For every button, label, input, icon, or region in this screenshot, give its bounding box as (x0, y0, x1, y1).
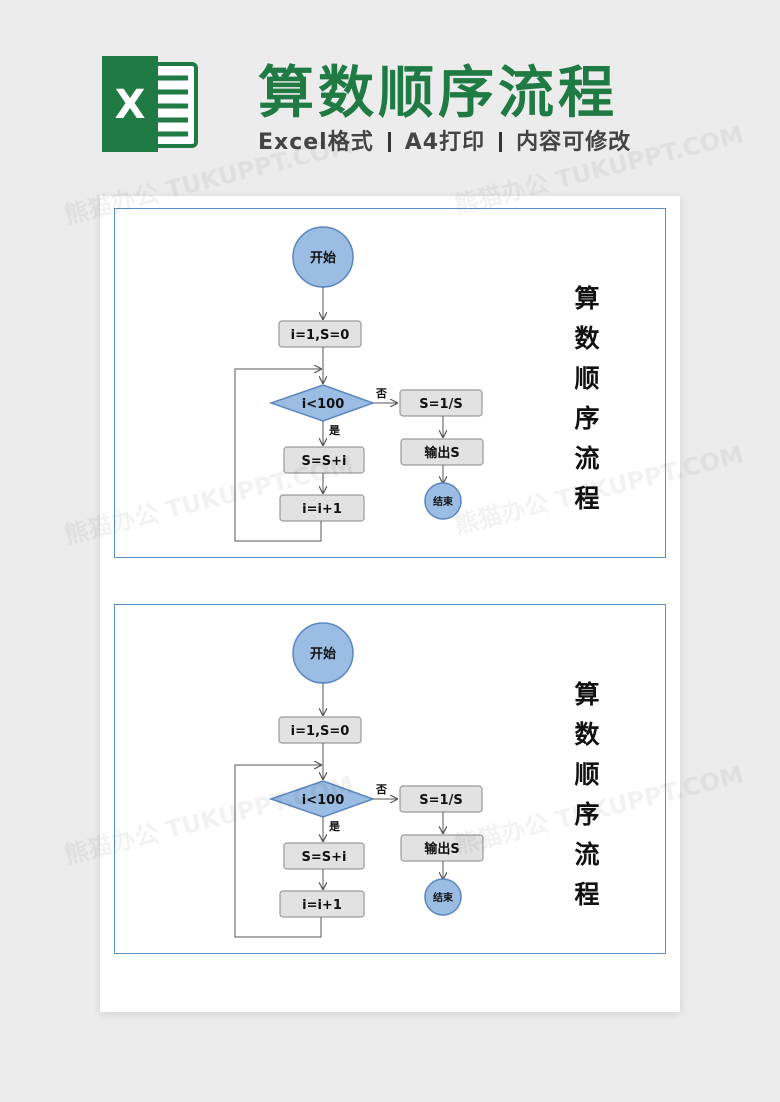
flowchart: 开始 i=1,S=0 i<100 否 S=1/S 输出S 结束 是 S=S+i (234, 226, 484, 542)
recip-label: S=1/S (419, 397, 462, 412)
subtitle-separator (499, 132, 503, 152)
flowchart: 开始 i=1,S=0 i<100 否 S=1/S 输出S 结束 是 S=S+i (234, 622, 484, 938)
sum-label: S=S+i (302, 850, 347, 865)
output-label: 输出S (424, 445, 459, 461)
edge-loop-back (234, 369, 321, 542)
end-node (424, 878, 462, 916)
inc-label: i=i+1 (302, 898, 342, 913)
page-title: 算数顺序流程 (258, 61, 618, 126)
vertical-title-char: 流 (574, 444, 600, 473)
inc-node (279, 890, 365, 918)
document-page: 开始 i=1,S=0 i<100 否 S=1/S 输出S 结束 是 S=S+i (100, 196, 680, 1012)
edge-label-no: 否 (375, 783, 387, 796)
condition-label: i<100 (302, 397, 345, 412)
start-label: 开始 (310, 250, 336, 266)
vertical-title-char: 数 (574, 324, 600, 353)
subtitle-format: Excel格式 (258, 130, 374, 155)
end-label: 结束 (433, 495, 454, 508)
edge-label-no: 否 (375, 387, 387, 400)
vertical-title-char: 算 (574, 284, 600, 313)
vertical-title-char: 流 (574, 840, 600, 869)
vertical-title-char: 程 (574, 880, 600, 909)
vertical-title-char: 序 (574, 800, 600, 829)
vertical-title: 算 数 顺 序 流 程 (567, 279, 607, 519)
end-node (424, 482, 462, 520)
subtitle: Excel格式 A4打印 内容可修改 (258, 124, 631, 156)
vertical-title-char: 顺 (574, 364, 600, 393)
sum-label: S=S+i (302, 454, 347, 469)
edge-label-yes: 是 (328, 424, 341, 437)
flowchart-panel: 开始 i=1,S=0 i<100 否 S=1/S 输出S 结束 是 S=S+i (114, 208, 666, 558)
inc-node (279, 494, 365, 522)
end-label: 结束 (433, 891, 454, 904)
init-label: i=1,S=0 (291, 724, 350, 739)
recip-node (399, 785, 483, 813)
output-label: 输出S (424, 841, 459, 857)
start-label: 开始 (310, 646, 336, 662)
init-label: i=1,S=0 (291, 328, 350, 343)
sum-node (283, 842, 365, 870)
output-node (400, 834, 484, 862)
output-node (400, 438, 484, 466)
flowchart-panel: 开始 i=1,S=0 i<100 否 S=1/S 输出S 结束 是 S=S+i (114, 604, 666, 954)
subtitle-print: A4打印 (404, 130, 486, 155)
init-node (278, 716, 362, 744)
subtitle-editable: 内容可修改 (516, 130, 632, 155)
vertical-title-char: 程 (574, 484, 600, 513)
sum-node (283, 446, 365, 474)
edge-loop-back (234, 765, 321, 938)
header: X 算数顺序流程 Excel格式 A4打印 内容可修改 (0, 0, 780, 190)
vertical-title-char: 序 (574, 404, 600, 433)
vertical-title-char: 算 (574, 680, 600, 709)
vertical-title-char: 顺 (574, 760, 600, 789)
init-node (278, 320, 362, 348)
edge-label-yes: 是 (328, 820, 341, 833)
recip-label: S=1/S (419, 793, 462, 808)
vertical-title: 算 数 顺 序 流 程 (567, 675, 607, 915)
subtitle-separator (387, 132, 391, 152)
vertical-title-char: 数 (574, 720, 600, 749)
inc-label: i=i+1 (302, 502, 342, 517)
condition-label: i<100 (302, 793, 345, 808)
excel-logo-icon: X (102, 56, 198, 152)
recip-node (399, 389, 483, 417)
logo-letter: X (115, 82, 146, 128)
